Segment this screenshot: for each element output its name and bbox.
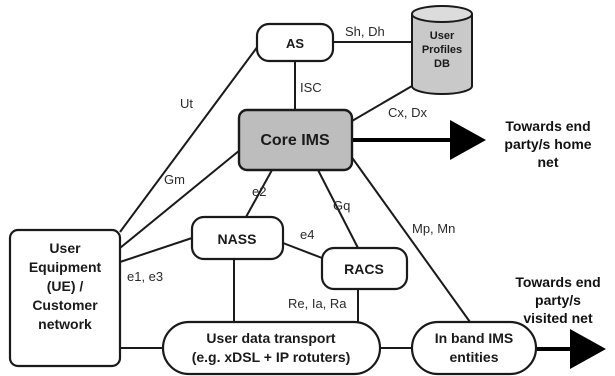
line-core-racs [317,169,359,249]
inband-box [410,320,538,376]
home-net-line2: party/s home [504,136,591,152]
db-cylinder-top [411,5,473,23]
iface-isc: ISC [300,80,322,95]
node-racs[interactable]: RACS [320,246,409,291]
node-user-data-transport[interactable]: User data transport (e.g. xDSL + IP rotu… [161,320,382,376]
node-in-band-ims-entities[interactable]: In band IMS entities [410,320,538,376]
transport-label-line2: (e.g. xDSL + IP rotuters) [192,349,351,365]
line-core-inband [347,151,471,323]
ue-label-line5: network [38,316,92,332]
node-nass[interactable]: NASS [190,215,285,261]
racs-box [320,246,409,291]
core-ims-box [237,108,354,172]
line-ue-nass [119,237,193,263]
iface-e1-e3: e1, e3 [127,269,163,284]
core-ims-label: Core IMS [260,132,330,149]
ue-label-line2: Equipment [29,259,102,275]
output-visited-net-label: Towards end party/s visited net [515,274,600,326]
line-core-nass [245,169,273,218]
node-user-profiles-db[interactable]: User Profiles DB [411,5,473,95]
db-label-line1: User [430,30,455,42]
ue-box [8,228,122,368]
line-ue-core [119,149,241,249]
iface-sh-dh: Sh, Dh [345,24,385,39]
iface-gq: Gq [333,198,350,213]
home-net-line3: net [538,154,559,170]
as-label: AS [286,36,304,51]
iface-e4: e4 [300,227,314,242]
node-core-ims[interactable]: Core IMS [237,108,354,172]
output-home-net-label: Towards end party/s home net [504,118,591,170]
iface-cx-dx: Cx, Dx [388,105,428,120]
iface-re-ia-ra: Re, Ia, Ra [288,296,347,311]
iface-ut: Ut [180,96,193,111]
visited-net-line2: party/s [535,292,581,308]
db-label-line3: DB [434,58,450,70]
transport-box [161,320,382,376]
transport-label-line1: User data transport [206,330,335,346]
inband-label-line2: entities [449,349,498,365]
home-net-line1: Towards end [505,118,590,134]
db-label-line2: Profiles [422,44,462,56]
as-box [255,22,335,63]
ue-label-line4: Customer [32,297,98,313]
iface-mp-mn: Mp, Mn [412,221,455,236]
inband-label-line1: In band IMS [435,330,514,346]
iface-gm: Gm [164,172,185,187]
ue-label-line3: (UE) / [47,278,84,294]
db-cylinder-body [411,14,473,95]
nass-label: NASS [218,231,257,247]
line-ue-as [119,45,259,233]
line-nass-racs [282,242,323,259]
node-user-equipment[interactable]: User Equipment (UE) / Customer network [8,228,122,368]
nass-box [190,215,285,261]
interface-labels: Sh, Dh ISC Ut Cx, Dx Gm e2 Gq e4 Mp, Mn … [127,24,455,311]
racs-label: RACS [344,261,384,277]
connections [119,41,471,349]
visited-net-line1: Towards end [515,274,600,290]
visited-net-line3: visited net [523,310,593,326]
node-as[interactable]: AS [255,22,335,63]
iface-e2: e2 [252,184,266,199]
ue-label-line1: User [49,240,81,256]
